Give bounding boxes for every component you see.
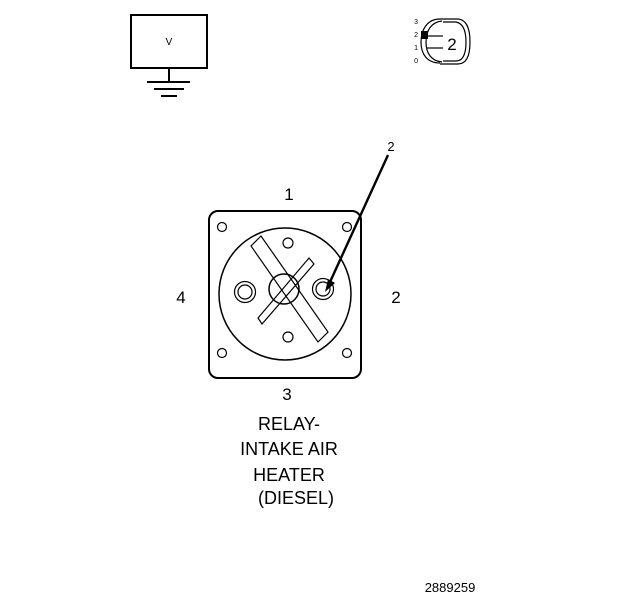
meter-mode-label: V [166, 37, 173, 48]
terminal-label-bottom: 3 [282, 385, 291, 404]
caption-line-1: RELAY- [258, 414, 320, 434]
callout-leader [325, 154, 390, 292]
voltmeter-icon [130, 14, 208, 97]
rotary-selector-icon [420, 18, 471, 65]
selector-position-label: 2 [447, 35, 456, 54]
terminal-label-top: 1 [284, 185, 293, 204]
selector-scale-2: 2 [414, 32, 418, 39]
figure-number: 2889259 [425, 580, 476, 595]
selector-scale-3: 3 [414, 19, 418, 26]
terminal-label-right: 2 [391, 288, 400, 307]
caption-line-2: INTAKE AIR [240, 439, 338, 459]
selector-scale-1: 1 [414, 45, 418, 52]
callout-label: 2 [387, 139, 394, 154]
caption-line-3: HEATER [253, 465, 325, 485]
caption-line-4: (DIESEL) [258, 488, 334, 508]
selector-scale-0: 0 [414, 58, 418, 65]
terminal-label-left: 4 [176, 288, 185, 307]
relay-connector-icon [208, 210, 362, 379]
